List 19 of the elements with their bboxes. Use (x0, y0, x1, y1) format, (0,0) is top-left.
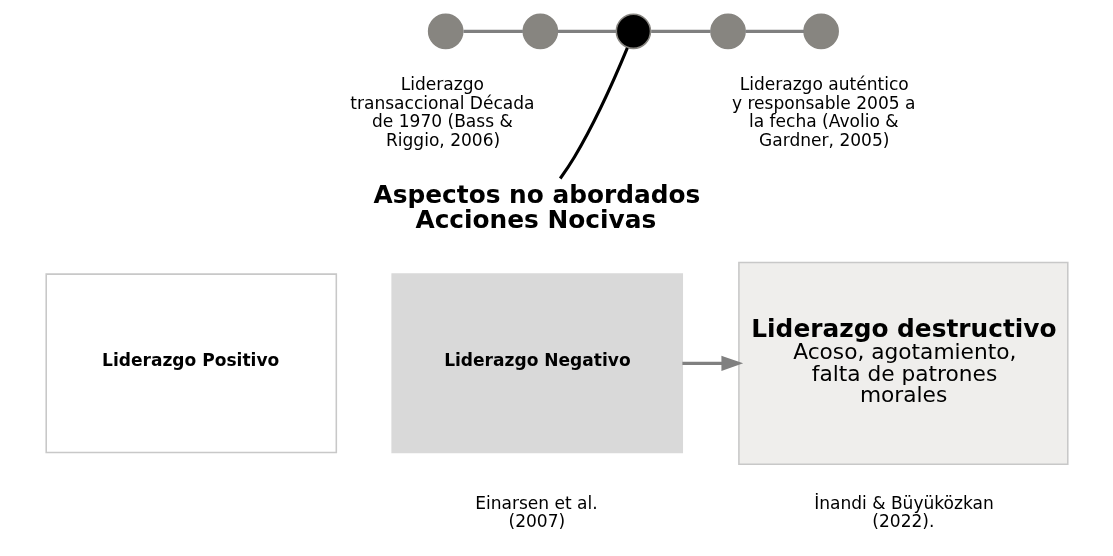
node-box: Liderazgo destructivo Acoso, agotamiento, falta de patrones morales (737, 261, 1069, 465)
node-label: Liderazgo auténtico y responsable 2005 a la fecha (Avolio & Gardner, 2005) (731, 73, 916, 150)
node-box: Liderazgo Negativo (390, 273, 683, 454)
node-label: İnandi & Büyüközkan (2022). (813, 492, 994, 532)
connector (558, 47, 629, 180)
node-circle (802, 13, 839, 50)
connector (745, 29, 804, 33)
node-circle (427, 13, 464, 50)
node-text: Aspectos no abordados Acciones Nocivas (373, 180, 700, 235)
node-label: Einarsen et al. (2007) (474, 492, 598, 532)
node-label: Liderazgo transaccional Década de 1970 (Bass & Riggio, 2006) (349, 73, 535, 150)
connector (650, 29, 711, 33)
node-circle (522, 13, 558, 50)
connector (462, 29, 523, 33)
node-circle (709, 13, 746, 50)
node-circle (615, 13, 651, 50)
node-box: Liderazgo Positivo (44, 273, 337, 454)
connector (557, 29, 616, 33)
arrow (681, 355, 743, 371)
